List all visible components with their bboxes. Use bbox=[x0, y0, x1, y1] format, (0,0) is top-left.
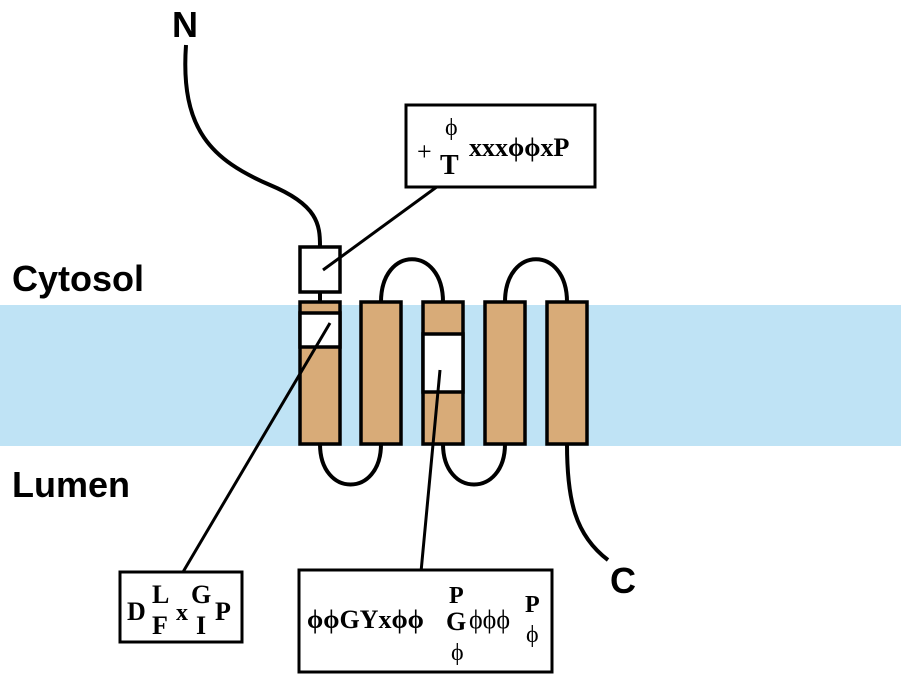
tm-helix-2 bbox=[359, 300, 403, 446]
tm3-motif-callout bbox=[297, 568, 554, 674]
tm3-motif-p-top: P bbox=[449, 583, 464, 609]
c-terminus-label: C bbox=[610, 560, 636, 601]
tm1-motif-g: G bbox=[191, 580, 211, 609]
tm3-motif-phi-bottom: ϕ bbox=[451, 640, 464, 666]
cytosolic-motif-callout bbox=[404, 103, 597, 189]
n-terminal-tail bbox=[183, 44, 322, 247]
cyto-motif-t: T bbox=[440, 150, 459, 181]
callout-line-tm1 bbox=[181, 322, 332, 573]
callout-line-cytosolic bbox=[322, 184, 439, 272]
tm1-motif-callout bbox=[118, 570, 244, 644]
tm3-motif-p-end: P bbox=[525, 592, 540, 618]
c-terminal-tail bbox=[565, 443, 610, 562]
lumen-label: Lumen bbox=[12, 464, 130, 505]
cytosol-label: Cytosol bbox=[12, 258, 144, 299]
tm1-motif-d: D bbox=[127, 597, 146, 626]
luminal-loop-1-2 bbox=[318, 443, 383, 487]
cytosolic-loop-2-3 bbox=[379, 257, 445, 303]
tm-helix-5 bbox=[545, 300, 589, 446]
tm1-motif-x: x bbox=[176, 600, 188, 626]
cyto-motif-rest: xxxϕϕxP bbox=[469, 133, 569, 162]
tm1-motif-f: F bbox=[152, 611, 168, 640]
callout-line-tm3 bbox=[419, 369, 442, 573]
luminal-loop-3-4 bbox=[441, 443, 507, 487]
n-terminus-label: N bbox=[172, 4, 198, 45]
cytosolic-loop-4-5 bbox=[503, 257, 569, 303]
tm3-motif-region bbox=[421, 332, 465, 394]
tm3-motif-prefix: ϕϕGYxϕϕ bbox=[307, 605, 424, 634]
cyto-motif-plus: + bbox=[417, 137, 432, 166]
tm1-motif-i: I bbox=[196, 611, 206, 640]
cyto-motif-phi-above-t: ϕ bbox=[445, 115, 458, 141]
tm3-motif-mid: ϕϕϕ bbox=[469, 605, 510, 634]
tm-helix-4 bbox=[483, 300, 527, 446]
tm1-motif-p: P bbox=[215, 597, 231, 626]
cytosolic-motif-box bbox=[298, 245, 342, 294]
tm3-motif-phi-end: ϕ bbox=[526, 622, 539, 648]
tm3-motif-g: G bbox=[446, 607, 466, 636]
tm1-motif-l: L bbox=[152, 580, 169, 609]
